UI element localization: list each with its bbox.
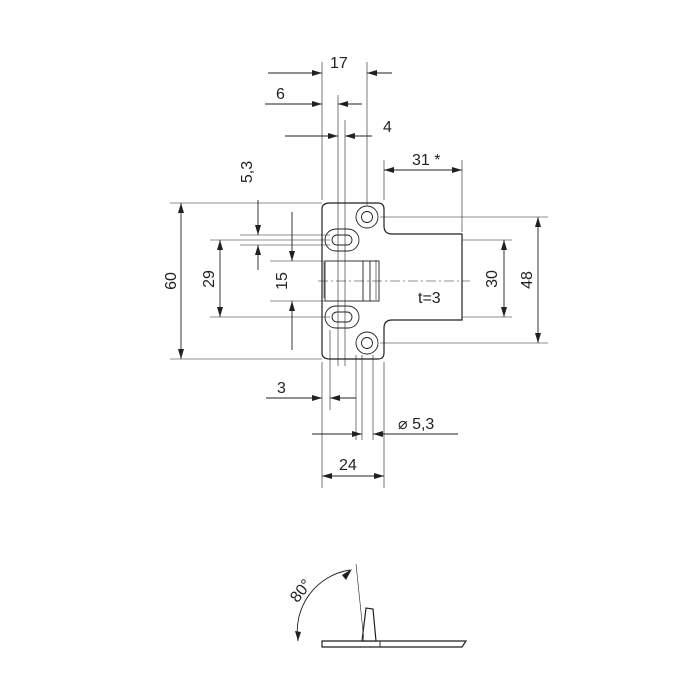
- dimension-lines-top: [265, 62, 392, 205]
- dim-4-label: 4: [383, 119, 392, 136]
- dimension-lines-left: [170, 200, 330, 360]
- dim-30-label: 30: [484, 270, 501, 288]
- dim-24-label: 24: [339, 457, 357, 474]
- dim-diameter-label: ⌀ 5,3: [398, 416, 434, 433]
- thickness-label: t=3: [418, 290, 441, 307]
- dimension-lines-right: [380, 216, 548, 344]
- top-round-hole: [355, 205, 379, 229]
- dim-48-label: 48: [519, 271, 536, 289]
- dim-31-label: 31 *: [412, 152, 440, 169]
- dim-17-label: 17: [330, 55, 348, 72]
- angle-80-label: 80°: [287, 576, 315, 606]
- dimension-31: [383, 160, 463, 232]
- dim-60-label: 60: [163, 272, 180, 290]
- dim-15-label: 15: [274, 272, 291, 290]
- plate-outline: [321, 195, 463, 366]
- latch-opening: [318, 260, 470, 302]
- dim-3-label: 3: [277, 380, 286, 397]
- bottom-round-hole: [355, 331, 379, 355]
- side-view: [295, 563, 468, 648]
- dim-6-label: 6: [276, 86, 285, 103]
- dim-5-3-label: 5,3: [239, 161, 256, 183]
- dimension-lines-bottom: [266, 330, 458, 488]
- dim-29-label: 29: [201, 270, 218, 288]
